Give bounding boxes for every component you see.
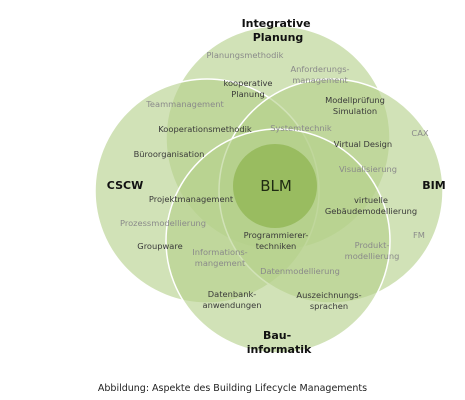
figure-caption: Abbildung: Aspekte des Building Lifecycl… (97, 383, 368, 394)
topic-label: Datenbank-anwendungen (203, 289, 262, 310)
topic-label-line: modellierung (345, 251, 400, 261)
topic-label: Produkt-modellierung (345, 240, 400, 261)
topic-label-line: Simulation (333, 106, 377, 116)
topic-label-line: sprachen (310, 301, 348, 311)
topic-label-line: anwendungen (203, 300, 262, 310)
topic-label: Teammanagement (145, 99, 224, 109)
topic-label: Programmierer-techniken (244, 230, 309, 251)
topic-label-line: FM (413, 230, 425, 240)
topic-label: CAX (411, 128, 428, 138)
discipline-label-integrative-planung: Integrative Planung (242, 17, 315, 44)
topic-label: Kooperationsmethodik (158, 124, 252, 134)
topic-label: Informations-mangement (192, 247, 247, 268)
topic-label-line: Informations- (192, 247, 247, 257)
topic-label-line: Virtual Design (334, 139, 392, 149)
topic-label-line: Programmierer- (244, 230, 309, 240)
topic-label-line: Groupware (137, 241, 182, 251)
topic-label-line: Systemtechnik (270, 123, 332, 133)
topic-label-line: Visualisierung (339, 164, 397, 174)
topic-label-line: Büroorganisation (134, 149, 205, 159)
topic-label: Groupware (137, 241, 182, 251)
topic-label-line: virtuelle (354, 195, 388, 205)
topic-label: Anforderungs-management (290, 64, 349, 85)
topic-label: FM (413, 230, 425, 240)
topic-label: Projektmanagement (149, 194, 234, 204)
center-label: BLM (260, 177, 292, 195)
topic-label-line: Produkt- (355, 240, 390, 250)
topic-label-line: Datenbank- (208, 289, 257, 299)
circle-group (94, 25, 444, 354)
discipline-label-cscw: CSCW (107, 179, 143, 192)
topic-label: Planungsmethodik (207, 50, 284, 60)
topic-label: Prozessmodellierung (120, 218, 206, 228)
topic-label-line: Anforderungs- (290, 64, 349, 74)
topic-label-line: Auszeichnungs- (296, 290, 361, 300)
topic-label-line: Planung (231, 89, 264, 99)
topic-label-line: mangement (195, 258, 246, 268)
topic-label-line: Prozessmodellierung (120, 218, 206, 228)
topic-label-line: management (292, 75, 348, 85)
topic-label-line: Projektmanagement (149, 194, 234, 204)
topic-label-line: CAX (411, 128, 428, 138)
topic-label: Virtual Design (334, 139, 392, 149)
topic-label-line: kooperative (223, 78, 272, 88)
topic-label: Datenmodellierung (260, 266, 340, 276)
center-circle (233, 144, 317, 228)
topic-label-line: Gebäudemodellierung (325, 206, 417, 216)
topic-label: Visualisierung (339, 164, 397, 174)
topic-label-line: Teammanagement (145, 99, 224, 109)
topic-label-line: Datenmodellierung (260, 266, 340, 276)
topic-label-line: techniken (256, 241, 297, 251)
topic-label-line: Planungsmethodik (207, 50, 284, 60)
circle-bauinformatik (165, 128, 391, 354)
topic-label-line: Modellprüfung (325, 95, 385, 105)
topic-label: Systemtechnik (270, 123, 332, 133)
topic-label: Auszeichnungs-sprachen (296, 290, 361, 311)
topic-label-line: Kooperationsmethodik (158, 124, 252, 134)
discipline-label-bim: BIM (422, 179, 445, 192)
discipline-label-bauinformatik: Bau- informatik (247, 329, 312, 356)
topic-label: Büroorganisation (134, 149, 205, 159)
